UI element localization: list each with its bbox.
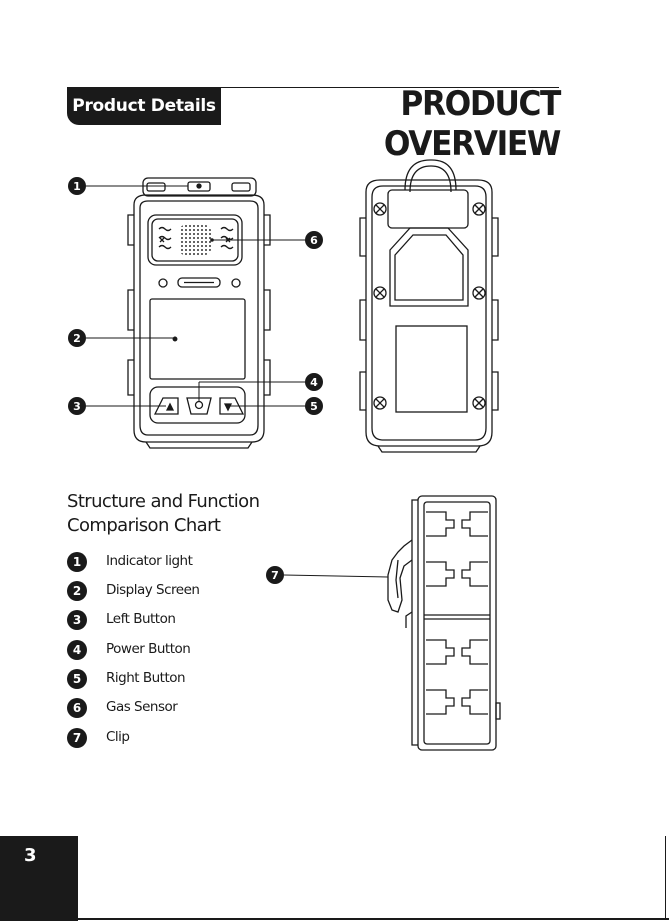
- callout-7-number: 7: [271, 569, 279, 582]
- back-view-device: [360, 160, 498, 452]
- callout-6-badge: 6: [305, 231, 323, 249]
- side-view-device: [388, 496, 500, 750]
- bottom-rule: [78, 918, 669, 920]
- heading-line-2: Comparison Chart: [67, 514, 267, 538]
- front-view-device: [128, 178, 270, 448]
- legend-label: Indicator light: [106, 553, 192, 569]
- callout-1-badge: 1: [68, 177, 86, 195]
- legend-number-badge: 2: [67, 581, 87, 601]
- legend-label: Display Screen: [106, 582, 199, 598]
- side-rule: [665, 836, 666, 920]
- callout-7-leader: [284, 575, 388, 577]
- legend-label: Power Button: [106, 641, 190, 657]
- callout-2-number: 2: [73, 332, 81, 345]
- legend-item-indicator-light: 1 Indicator light: [67, 552, 267, 574]
- callout-2-badge: 2: [68, 329, 86, 347]
- legend-number-badge: 7: [67, 728, 87, 748]
- callout-3-number: 3: [73, 400, 81, 413]
- legend-number-badge: 3: [67, 610, 87, 630]
- legend-number-badge: 1: [67, 552, 87, 572]
- page-number: 3: [24, 845, 37, 866]
- legend-label: Clip: [106, 729, 130, 745]
- legend-label: Gas Sensor: [106, 699, 177, 715]
- callout-7-badge: 7: [266, 566, 284, 584]
- heading-line-1: Structure and Function: [67, 490, 267, 514]
- callout-5-badge: 5: [305, 397, 323, 415]
- legend-item-gas-sensor: 6 Gas Sensor: [67, 698, 267, 720]
- legend-item-left-button: 3 Left Button: [67, 610, 267, 632]
- legend-number-badge: 6: [67, 698, 87, 718]
- legend-item-clip: 7 Clip: [67, 728, 267, 750]
- callout-3-badge: 3: [68, 397, 86, 415]
- legend-number-badge: 4: [67, 640, 87, 660]
- callout-4-badge: 4: [305, 373, 323, 391]
- legend-label: Left Button: [106, 611, 175, 627]
- legend-number-badge: 5: [67, 669, 87, 689]
- legend-item-power-button: 4 Power Button: [67, 640, 267, 662]
- legend-item-right-button: 5 Right Button: [67, 669, 267, 691]
- callout-4-number: 4: [310, 376, 318, 389]
- legend-label: Right Button: [106, 670, 185, 686]
- comparison-chart-heading: Structure and Function Comparison Chart: [67, 490, 267, 538]
- page-number-block: [0, 836, 78, 921]
- callout-1-number: 1: [73, 180, 81, 193]
- callout-5-number: 5: [310, 400, 318, 413]
- callout-6-number: 6: [310, 234, 318, 247]
- legend-item-display-screen: 2 Display Screen: [67, 581, 267, 603]
